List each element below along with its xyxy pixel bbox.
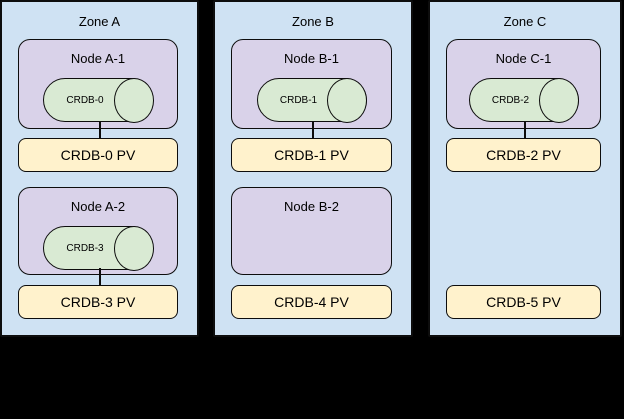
crdb-3-pod-label: CRDB-3 (66, 242, 104, 254)
crdb-5-pv: CRDB-5 PV (446, 285, 601, 319)
cylinder-cap-icon (539, 77, 579, 123)
crdb-4-pv-label: CRDB-4 PV (274, 294, 349, 310)
cylinder-cap-icon (113, 225, 154, 271)
crdb-2-pv-label: CRDB-2 PV (486, 147, 561, 163)
crdb-5-pv-label: CRDB-5 PV (486, 294, 561, 310)
crdb-3-pod-cylinder: CRDB-3 (43, 225, 154, 271)
node-b2-empty: Node B-2 (231, 187, 392, 275)
zone-a-label: Zone A (78, 14, 121, 29)
crdb-0-pod-cylinder: CRDB-0 (43, 77, 154, 123)
crdb-0-pv-label: CRDB-0 PV (60, 147, 136, 163)
pod-to-pv-connector (524, 122, 526, 138)
crdb-0-pv: CRDB-0 PV (18, 138, 178, 172)
node-c1: Node C-1 CRDB-2 (446, 39, 601, 129)
pod-to-pv-connector (98, 122, 101, 138)
pod-to-pv-connector (312, 122, 314, 138)
zone-a: Zone A Node A-1 CRDB-0 CRDB-0 PV Node A-… (0, 0, 199, 337)
node-c1-label: Node C-1 (495, 51, 552, 66)
crdb-1-pod-cylinder: CRDB-1 (256, 77, 367, 123)
crdb-4-pv: CRDB-4 PV (231, 285, 392, 319)
crdb-1-pod-label: CRDB-1 (279, 94, 318, 106)
crdb-0-pod-label: CRDB-0 (66, 94, 104, 106)
node-a1: Node A-1 CRDB-0 (18, 39, 178, 129)
crdb-2-pv: CRDB-2 PV (446, 138, 601, 172)
node-b1: Node B-1 CRDB-1 (231, 39, 392, 129)
cylinder-cap-icon (327, 77, 367, 123)
node-a2: Node A-2 CRDB-3 (18, 187, 178, 275)
crdb-1-pv-label: CRDB-1 PV (274, 147, 349, 163)
zone-c-label: Zone C (503, 14, 547, 29)
crdb-2-pod-label: CRDB-2 (491, 94, 530, 106)
node-a1-label: Node A-1 (70, 51, 126, 66)
zone-c: Zone C Node C-1 CRDB-2 CRDB-2 PV CRDB-5 … (428, 0, 622, 337)
node-b2-label: Node B-2 (284, 199, 339, 214)
zone-b: Zone B Node B-1 CRDB-1 CRDB-1 PV Node B-… (213, 0, 413, 337)
crdb-2-pod-cylinder: CRDB-2 (468, 77, 579, 123)
cylinder-cap-icon (113, 77, 154, 123)
crdb-3-pv-label: CRDB-3 PV (60, 294, 136, 310)
node-a2-label: Node A-2 (70, 199, 126, 214)
zone-b-label: Zone B (292, 14, 334, 29)
pod-to-pv-connector (98, 268, 101, 285)
node-b1-label: Node B-1 (284, 51, 339, 66)
crdb-3-pv: CRDB-3 PV (18, 285, 178, 319)
crdb-1-pv: CRDB-1 PV (231, 138, 392, 172)
